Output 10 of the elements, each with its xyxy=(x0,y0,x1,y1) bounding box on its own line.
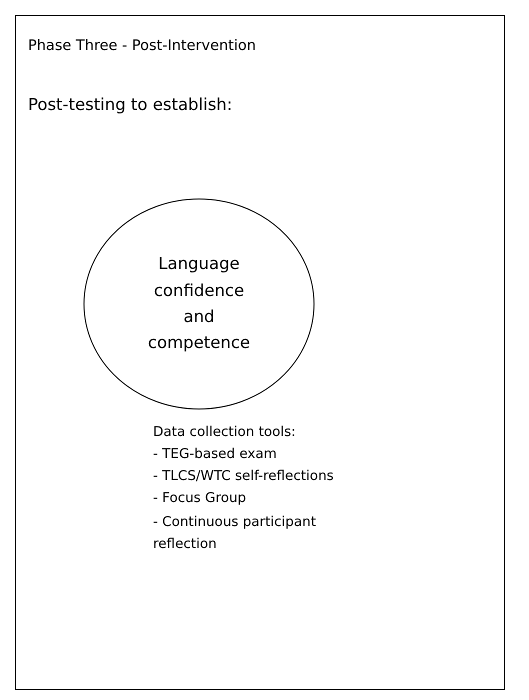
ellipse-label: Language confidence and competence xyxy=(146,253,252,354)
list-item: - Continuous participant reflection xyxy=(153,513,318,554)
section-heading: Post-testing to establish: xyxy=(28,96,232,114)
list-item: - Focus Group xyxy=(153,489,246,507)
list-item: - TLCS/WTC self-reflections xyxy=(153,467,334,485)
ellipse-node xyxy=(83,198,315,410)
list-item: - TEG-based exam xyxy=(153,445,277,463)
panel-title: Phase Three - Post-Intervention xyxy=(28,37,256,55)
list-heading: Data collection tools: xyxy=(153,423,296,441)
panel-frame xyxy=(15,15,505,690)
